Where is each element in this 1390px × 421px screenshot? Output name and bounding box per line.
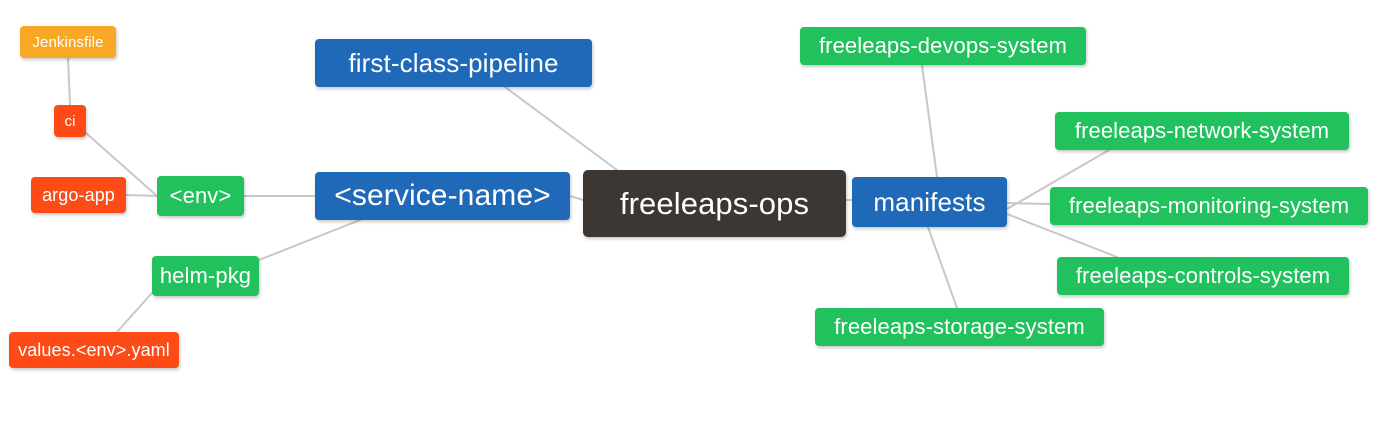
node-label: ci — [64, 112, 76, 130]
edge-manifests-to-monitoring — [1006, 202, 1051, 205]
node-label: first-class-pipeline — [348, 48, 559, 78]
node-label: argo-app — [42, 185, 115, 205]
node-helm-pkg[interactable]: helm-pkg — [152, 256, 259, 296]
edge-helm-pkg-to-service-name — [258, 219, 361, 261]
node-storage[interactable]: freeleaps-storage-system — [815, 308, 1104, 346]
node-service-name[interactable]: <service-name> — [315, 172, 570, 220]
edge-argo-app-to-env — [125, 194, 158, 197]
node-controls[interactable]: freeleaps-controls-system — [1057, 257, 1349, 295]
node-label: freeleaps-controls-system — [1075, 263, 1331, 288]
node-label: Jenkinsfile — [32, 33, 104, 51]
node-label: <service-name> — [334, 179, 551, 212]
node-values-yaml[interactable]: values.<env>.yaml — [9, 332, 179, 368]
node-label: freeleaps-devops-system — [818, 33, 1068, 58]
edge-manifests-to-devops — [921, 64, 938, 178]
edge-jenkinsfile-to-ci — [67, 57, 71, 106]
edge-pipeline-to-freeleaps-ops — [504, 86, 618, 171]
edge-manifests-to-storage — [927, 226, 958, 309]
edge-values-yaml-to-helm-pkg — [116, 292, 153, 333]
node-label: <env> — [169, 183, 232, 208]
node-label: freeleaps-storage-system — [834, 314, 1085, 339]
edge-service-name-to-freeleaps-ops — [569, 195, 584, 201]
node-label: freeleaps-network-system — [1074, 118, 1330, 143]
node-label: freeleaps-ops — [619, 186, 810, 221]
node-env[interactable]: <env> — [157, 176, 244, 216]
node-freeleaps-ops[interactable]: freeleaps-ops — [583, 170, 846, 237]
node-jenkinsfile[interactable]: Jenkinsfile — [20, 26, 116, 58]
node-argo-app[interactable]: argo-app — [31, 177, 126, 213]
node-label: manifests — [873, 187, 986, 217]
node-network[interactable]: freeleaps-network-system — [1055, 112, 1349, 150]
node-pipeline[interactable]: first-class-pipeline — [315, 39, 592, 87]
node-label: helm-pkg — [159, 263, 252, 288]
node-ci[interactable]: ci — [54, 105, 86, 137]
node-label: freeleaps-monitoring-system — [1068, 193, 1350, 218]
node-devops[interactable]: freeleaps-devops-system — [800, 27, 1086, 65]
node-manifests[interactable]: manifests — [852, 177, 1007, 227]
node-monitoring[interactable]: freeleaps-monitoring-system — [1050, 187, 1368, 225]
node-label: values.<env>.yaml — [18, 340, 170, 360]
